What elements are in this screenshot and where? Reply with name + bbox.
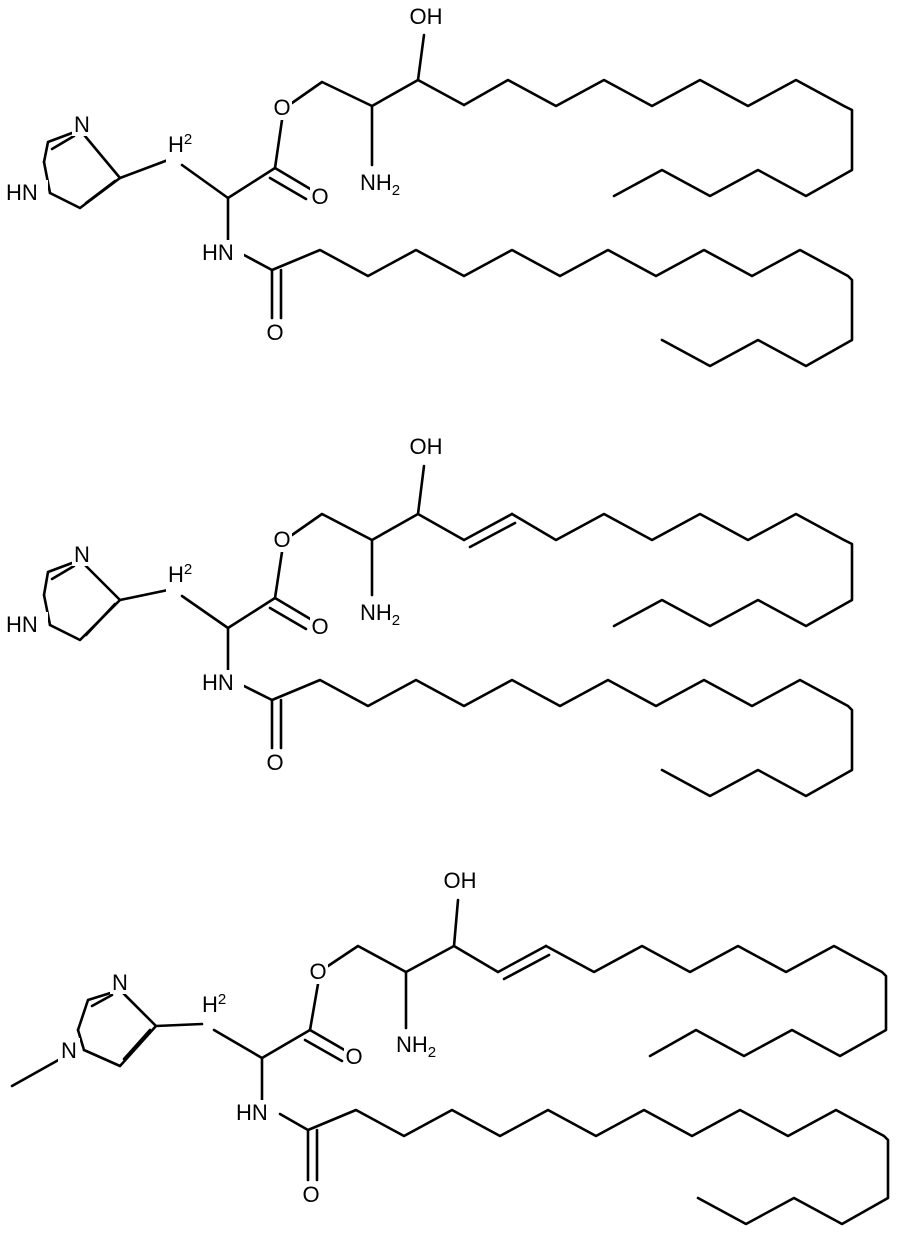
molecule-2-bonds: [44, 466, 852, 796]
amide-oxygen-label: O: [266, 750, 283, 775]
hydroxyl-label: OH: [444, 868, 477, 893]
molecule-1-bonds: [44, 35, 852, 366]
molecule-1: OH O O NH2 H2 N HN HN O: [4, 2, 852, 366]
ring-nh-label: HN: [6, 180, 38, 205]
carbonyl-oxygen-label: O: [311, 184, 328, 209]
molecule-2-labels: OH O O NH2 H2 N HN HN O: [4, 432, 446, 775]
hydroxyl-label: OH: [410, 4, 443, 29]
ester-oxygen-label: O: [273, 527, 290, 552]
ring-nitrogen-label: N: [112, 970, 128, 995]
amide-nh-label: HN: [202, 670, 234, 695]
molecule-3-bonds: [12, 900, 888, 1224]
molecule-3: OH O O NH2 H2 N N HN O: [12, 866, 888, 1224]
carbonyl-oxygen-label: O: [345, 1044, 362, 1069]
carbonyl-oxygen-label: O: [311, 614, 328, 639]
ring-nitrogen-label: N: [74, 112, 90, 137]
amide-oxygen-label: O: [302, 1182, 319, 1207]
molecule-2: OH O O NH2 H2 N HN HN O: [4, 432, 852, 796]
amide-oxygen-label: O: [266, 320, 283, 345]
ester-oxygen-label: O: [309, 959, 326, 984]
hydroxyl-label: OH: [410, 434, 443, 459]
molecule-3-labels: OH O O NH2 H2 N N HN O: [58, 866, 480, 1207]
amide-nh-label: HN: [202, 240, 234, 265]
ring-n-methyl-label: N: [61, 1038, 77, 1063]
ester-oxygen-label: O: [273, 95, 290, 120]
molecule-1-labels: OH O O NH2 H2 N HN HN O: [4, 2, 446, 345]
amide-nh-label: HN: [236, 1100, 268, 1125]
ring-nh-label: HN: [6, 612, 38, 637]
ring-nitrogen-label: N: [74, 542, 90, 567]
